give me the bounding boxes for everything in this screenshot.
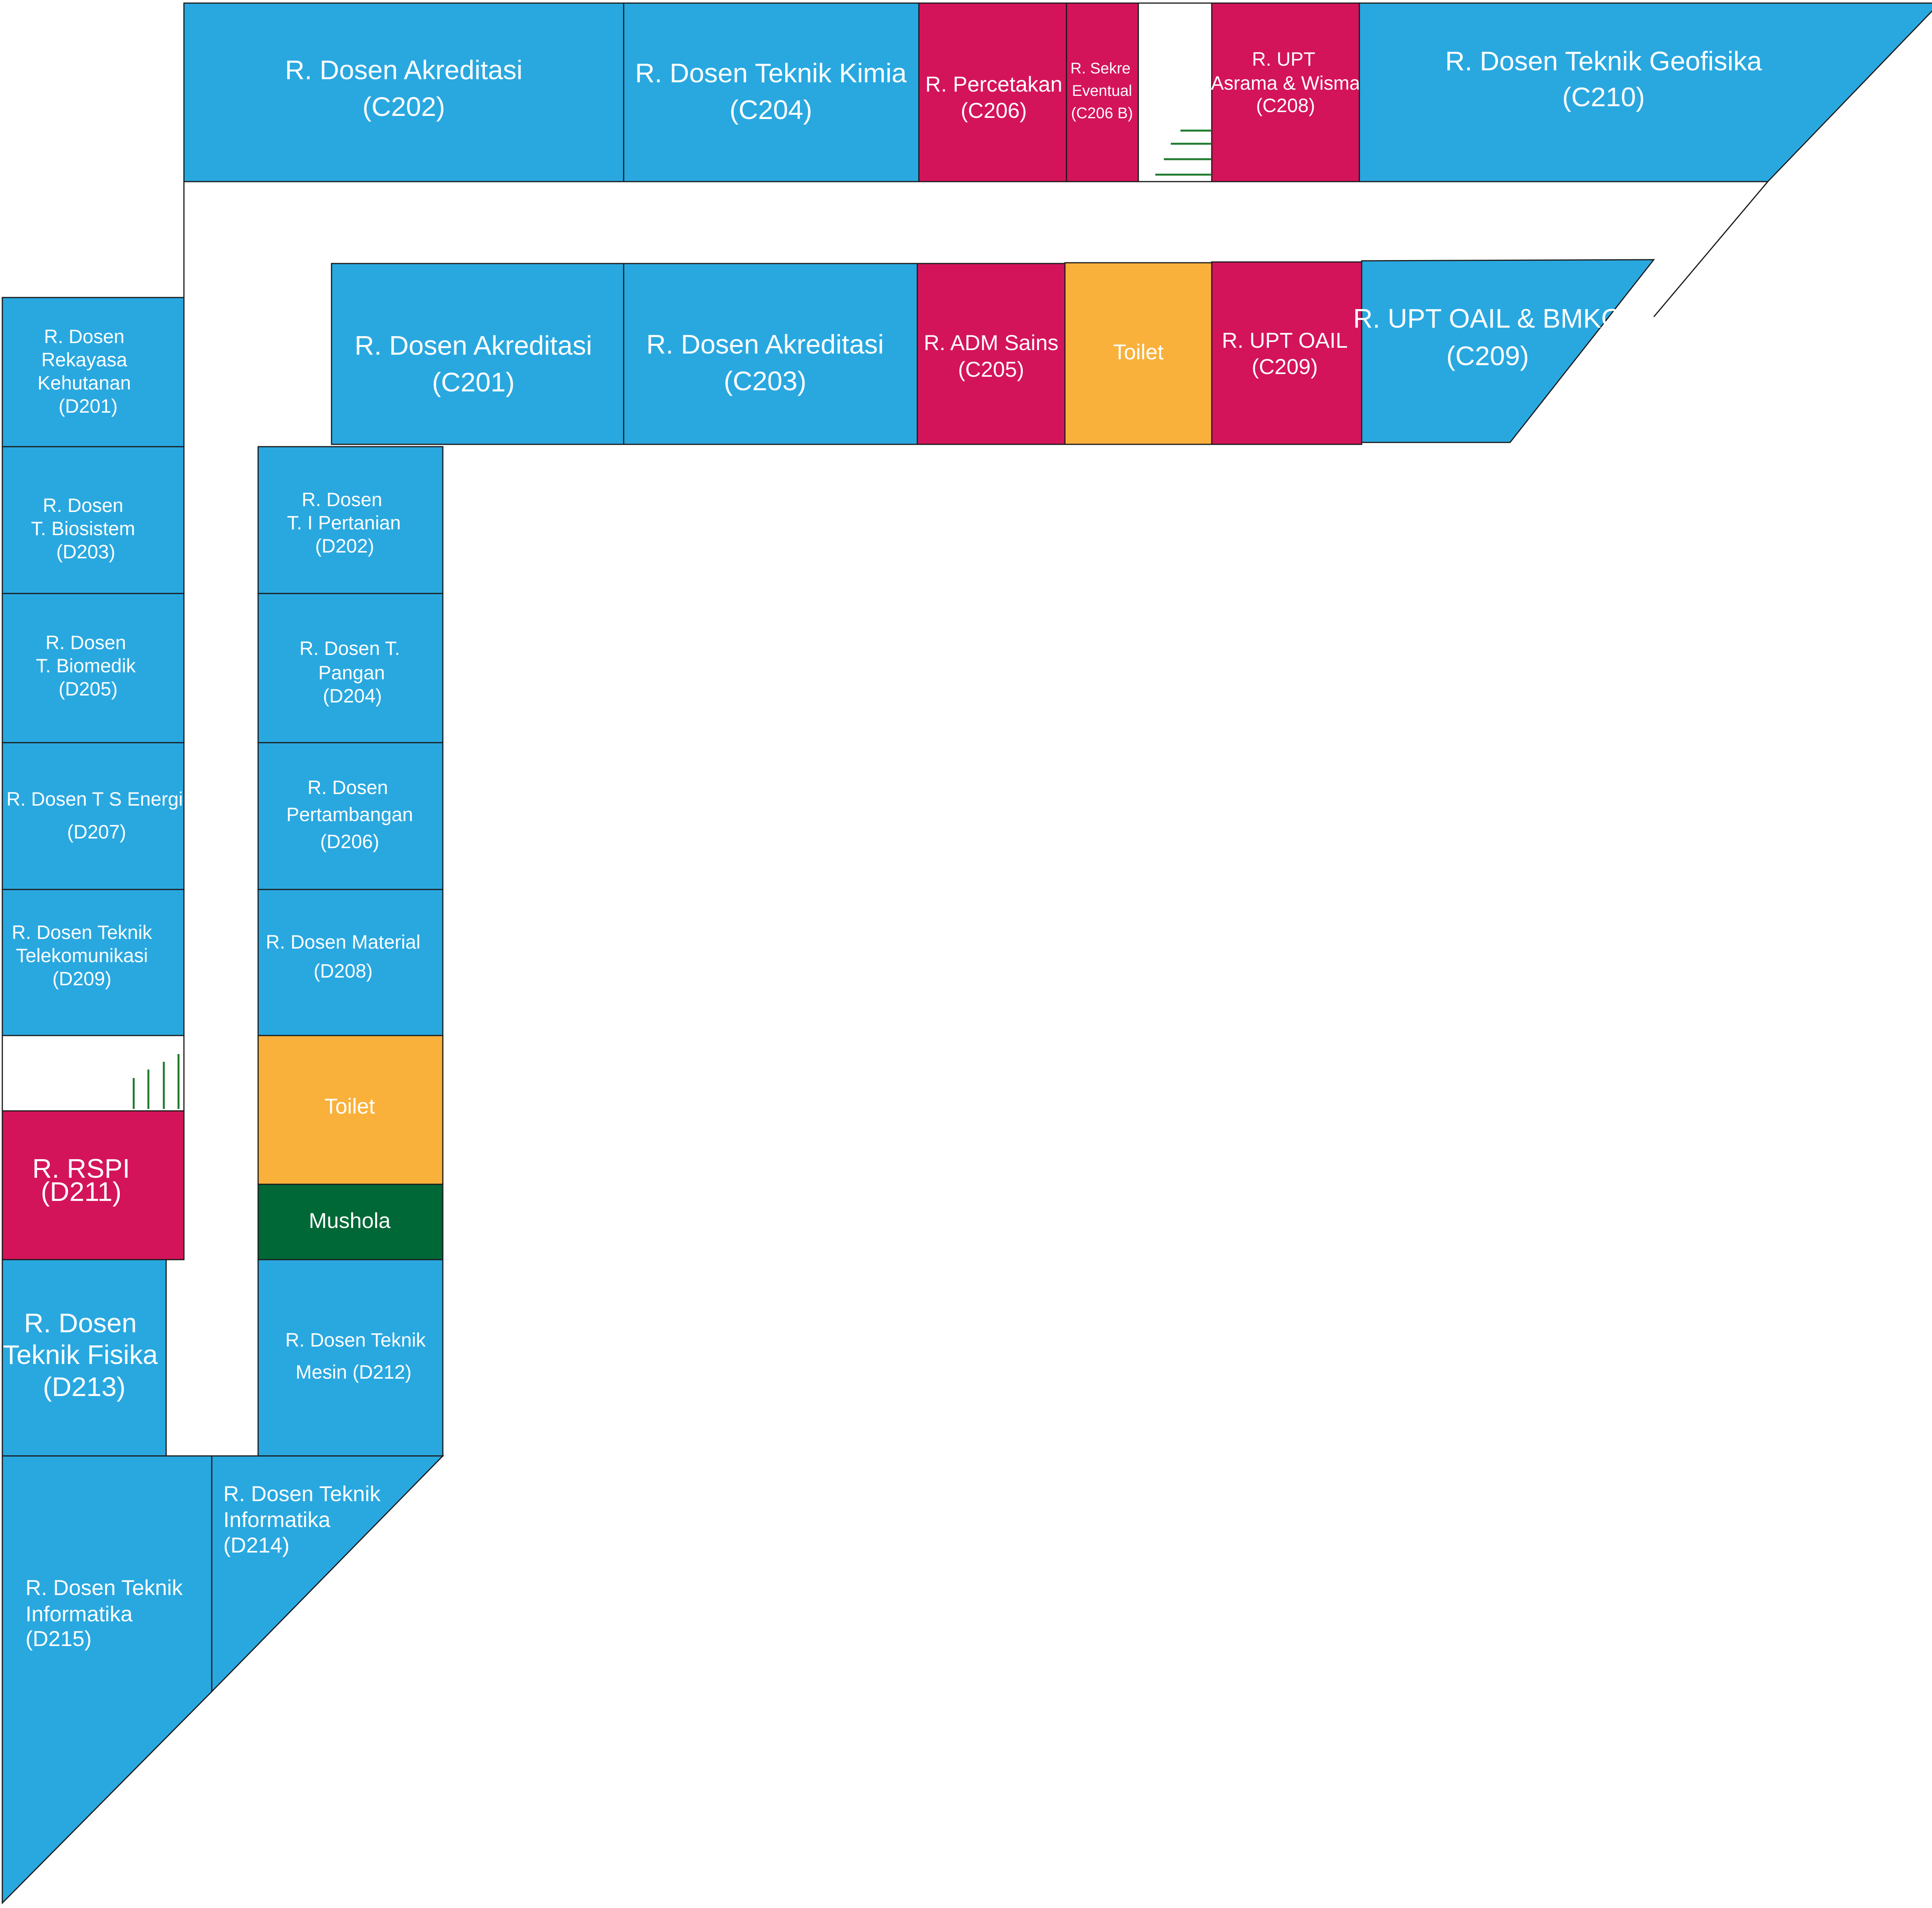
room-d202[interactable]: R. Dosen T. I Pertanian (D202) bbox=[257, 446, 444, 594]
room-c205-code: (C205) bbox=[958, 357, 1024, 381]
room-d214-code: (D214) bbox=[223, 1533, 289, 1557]
room-d202-name-2: T. I Pertanian bbox=[287, 512, 401, 534]
room-c206b-name-2: Eventual bbox=[1072, 82, 1132, 99]
stairs-top bbox=[1138, 2, 1213, 182]
room-c208-code: (C208) bbox=[1256, 95, 1315, 116]
room-c208[interactable]: R. UPT Asrama & Wisma (C208) bbox=[1211, 2, 1360, 182]
corridor-diagonal-edge bbox=[1653, 181, 1769, 317]
room-c204-name: R. Dosen Teknik Kimia bbox=[635, 58, 907, 88]
room-c208-name-1: R. UPT bbox=[1252, 48, 1315, 70]
room-d214-name-1: R. Dosen Teknik bbox=[223, 1481, 381, 1506]
room-d203-code: (D203) bbox=[56, 541, 116, 563]
room-d211[interactable]: R. RSPI (D211) bbox=[2, 1110, 185, 1260]
room-c204-code: (C204) bbox=[730, 95, 812, 125]
room-d205-code: (D205) bbox=[59, 678, 118, 700]
room-d209[interactable]: R. Dosen Teknik Telekomunikasi (D209) bbox=[2, 889, 185, 1036]
room-d212[interactable]: R. Dosen Teknik Mesin (D212) bbox=[257, 1259, 444, 1457]
room-d207-name: R. Dosen T S Energi bbox=[7, 788, 183, 810]
room-d204-code: (D204) bbox=[323, 685, 382, 707]
mushola-label: Mushola bbox=[309, 1208, 391, 1233]
room-d209-code: (D209) bbox=[53, 968, 112, 990]
room-d205[interactable]: R. Dosen T. Biomedik (D205) bbox=[2, 593, 185, 743]
room-d201-code: (D201) bbox=[59, 395, 118, 417]
room-d213-name-1: R. Dosen bbox=[24, 1308, 137, 1338]
room-c202-name: R. Dosen Akreditasi bbox=[285, 55, 523, 85]
room-c206-name: R. Percetakan bbox=[925, 72, 1063, 96]
room-c206[interactable]: R. Percetakan (C206) bbox=[918, 2, 1067, 182]
room-d201-name-1: R. Dosen bbox=[44, 326, 124, 347]
stairs-left bbox=[2, 1035, 185, 1112]
room-d204[interactable]: R. Dosen T. Pangan (D204) bbox=[257, 593, 444, 743]
room-c202[interactable]: R. Dosen Akreditasi (C202) bbox=[183, 2, 624, 182]
room-c206b-code: (C206 B) bbox=[1071, 105, 1133, 122]
room-c201-code: (C201) bbox=[432, 367, 515, 397]
room-d213-code: (D213) bbox=[43, 1372, 126, 1402]
room-d203-name-2: T. Biosistem bbox=[31, 518, 135, 539]
room-d206-name-1: R. Dosen bbox=[308, 777, 388, 798]
room-d212-code: Mesin (D212) bbox=[296, 1361, 412, 1383]
room-d204-name-1: R. Dosen T. bbox=[299, 638, 400, 659]
room-d213[interactable]: R. Dosen Teknik Fisika (D213) bbox=[2, 1259, 167, 1457]
toilet-d[interactable]: Toilet bbox=[257, 1035, 444, 1185]
room-d214[interactable]: R. Dosen Teknik Informatika (D214) bbox=[211, 1455, 444, 1693]
room-d206[interactable]: R. Dosen Pertambangan (D206) bbox=[257, 742, 444, 890]
room-c201-name: R. Dosen Akreditasi bbox=[355, 330, 592, 361]
room-c203[interactable]: R. Dosen Akreditasi (C203) bbox=[623, 263, 918, 445]
room-c206-code: (C206) bbox=[961, 98, 1027, 122]
room-d202-code: (D202) bbox=[315, 535, 374, 557]
room-d201-name-2: Rekayasa bbox=[41, 349, 128, 371]
room-d215[interactable]: R. Dosen Teknik Informatika (D215) bbox=[2, 1455, 213, 1905]
room-d205-name-2: T. Biomedik bbox=[36, 655, 136, 677]
room-c206b-name-1: R. Sekre bbox=[1070, 60, 1131, 77]
room-d206-code: (D206) bbox=[320, 831, 379, 852]
room-d207[interactable]: R. Dosen T S Energi (D207) bbox=[2, 742, 185, 890]
room-c205[interactable]: R. ADM Sains (C205) bbox=[917, 263, 1066, 445]
room-d201-name-3: Kehutanan bbox=[37, 372, 131, 394]
room-c201[interactable]: R. Dosen Akreditasi (C201) bbox=[331, 263, 624, 445]
room-d203-name-1: R. Dosen bbox=[43, 495, 123, 516]
room-d208-name: R. Dosen Material bbox=[266, 931, 420, 953]
room-c209-oail-code: (C209) bbox=[1252, 354, 1318, 379]
room-d202-name-1: R. Dosen bbox=[302, 489, 382, 510]
toilet-d-label: Toilet bbox=[325, 1094, 375, 1118]
room-c208-name-2: Asrama & Wisma bbox=[1211, 72, 1360, 94]
room-d205-name-1: R. Dosen bbox=[46, 632, 126, 653]
room-d215-code: (D215) bbox=[26, 1626, 92, 1651]
room-d209-name-1: R. Dosen Teknik bbox=[12, 922, 152, 943]
room-c206b[interactable]: R. Sekre Eventual (C206 B) bbox=[1066, 2, 1139, 182]
room-c209-oail-name: R. UPT OAIL bbox=[1222, 328, 1348, 352]
room-c209-oail-bmkg[interactable]: R. UPT OAIL & BMKG (C209) bbox=[1353, 259, 1655, 443]
mushola[interactable]: Mushola bbox=[257, 1184, 444, 1260]
room-c209-oail-bmkg-name: R. UPT OAIL & BMKG bbox=[1353, 303, 1622, 333]
room-d208-code: (D208) bbox=[314, 960, 373, 982]
room-d215-name-1: R. Dosen Teknik bbox=[26, 1575, 183, 1600]
room-c209-oail[interactable]: R. UPT OAIL (C209) bbox=[1211, 261, 1362, 445]
room-d213-name-2: Teknik Fisika bbox=[3, 1340, 158, 1370]
room-c210[interactable]: R. Dosen Teknik Geofisika (C210) bbox=[1359, 2, 1932, 182]
room-d211-name: R. RSPI bbox=[32, 1153, 130, 1184]
room-d211-code: (D211) bbox=[41, 1177, 122, 1207]
room-d201[interactable]: R. Dosen Rekayasa Kehutanan (D201) bbox=[2, 297, 185, 447]
room-d209-name-2: Telekomunikasi bbox=[16, 945, 148, 966]
room-c210-code: (C210) bbox=[1562, 82, 1645, 112]
room-d204-name-2: Pangan bbox=[318, 662, 385, 684]
room-c202-code: (C202) bbox=[362, 92, 445, 122]
room-d215-name-2: Informatika bbox=[26, 1602, 133, 1626]
room-d203[interactable]: R. Dosen T. Biosistem (D203) bbox=[2, 446, 185, 594]
room-c205-name: R. ADM Sains bbox=[924, 330, 1059, 355]
room-c209-oail-bmkg-code: (C209) bbox=[1446, 341, 1529, 371]
room-d212-name: R. Dosen Teknik bbox=[285, 1329, 426, 1351]
room-d206-name-2: Pertambangan bbox=[286, 804, 413, 825]
room-d214-name-2: Informatika bbox=[223, 1507, 331, 1532]
toilet-c-label: Toilet bbox=[1113, 340, 1164, 364]
room-c203-code: (C203) bbox=[724, 366, 806, 396]
toilet-c[interactable]: Toilet bbox=[1064, 262, 1213, 445]
room-d207-code: (D207) bbox=[67, 821, 126, 843]
room-c203-name: R. Dosen Akreditasi bbox=[646, 329, 884, 359]
room-c204[interactable]: R. Dosen Teknik Kimia (C204) bbox=[623, 2, 920, 182]
room-d208[interactable]: R. Dosen Material (D208) bbox=[257, 889, 444, 1036]
room-c210-name: R. Dosen Teknik Geofisika bbox=[1445, 46, 1762, 76]
